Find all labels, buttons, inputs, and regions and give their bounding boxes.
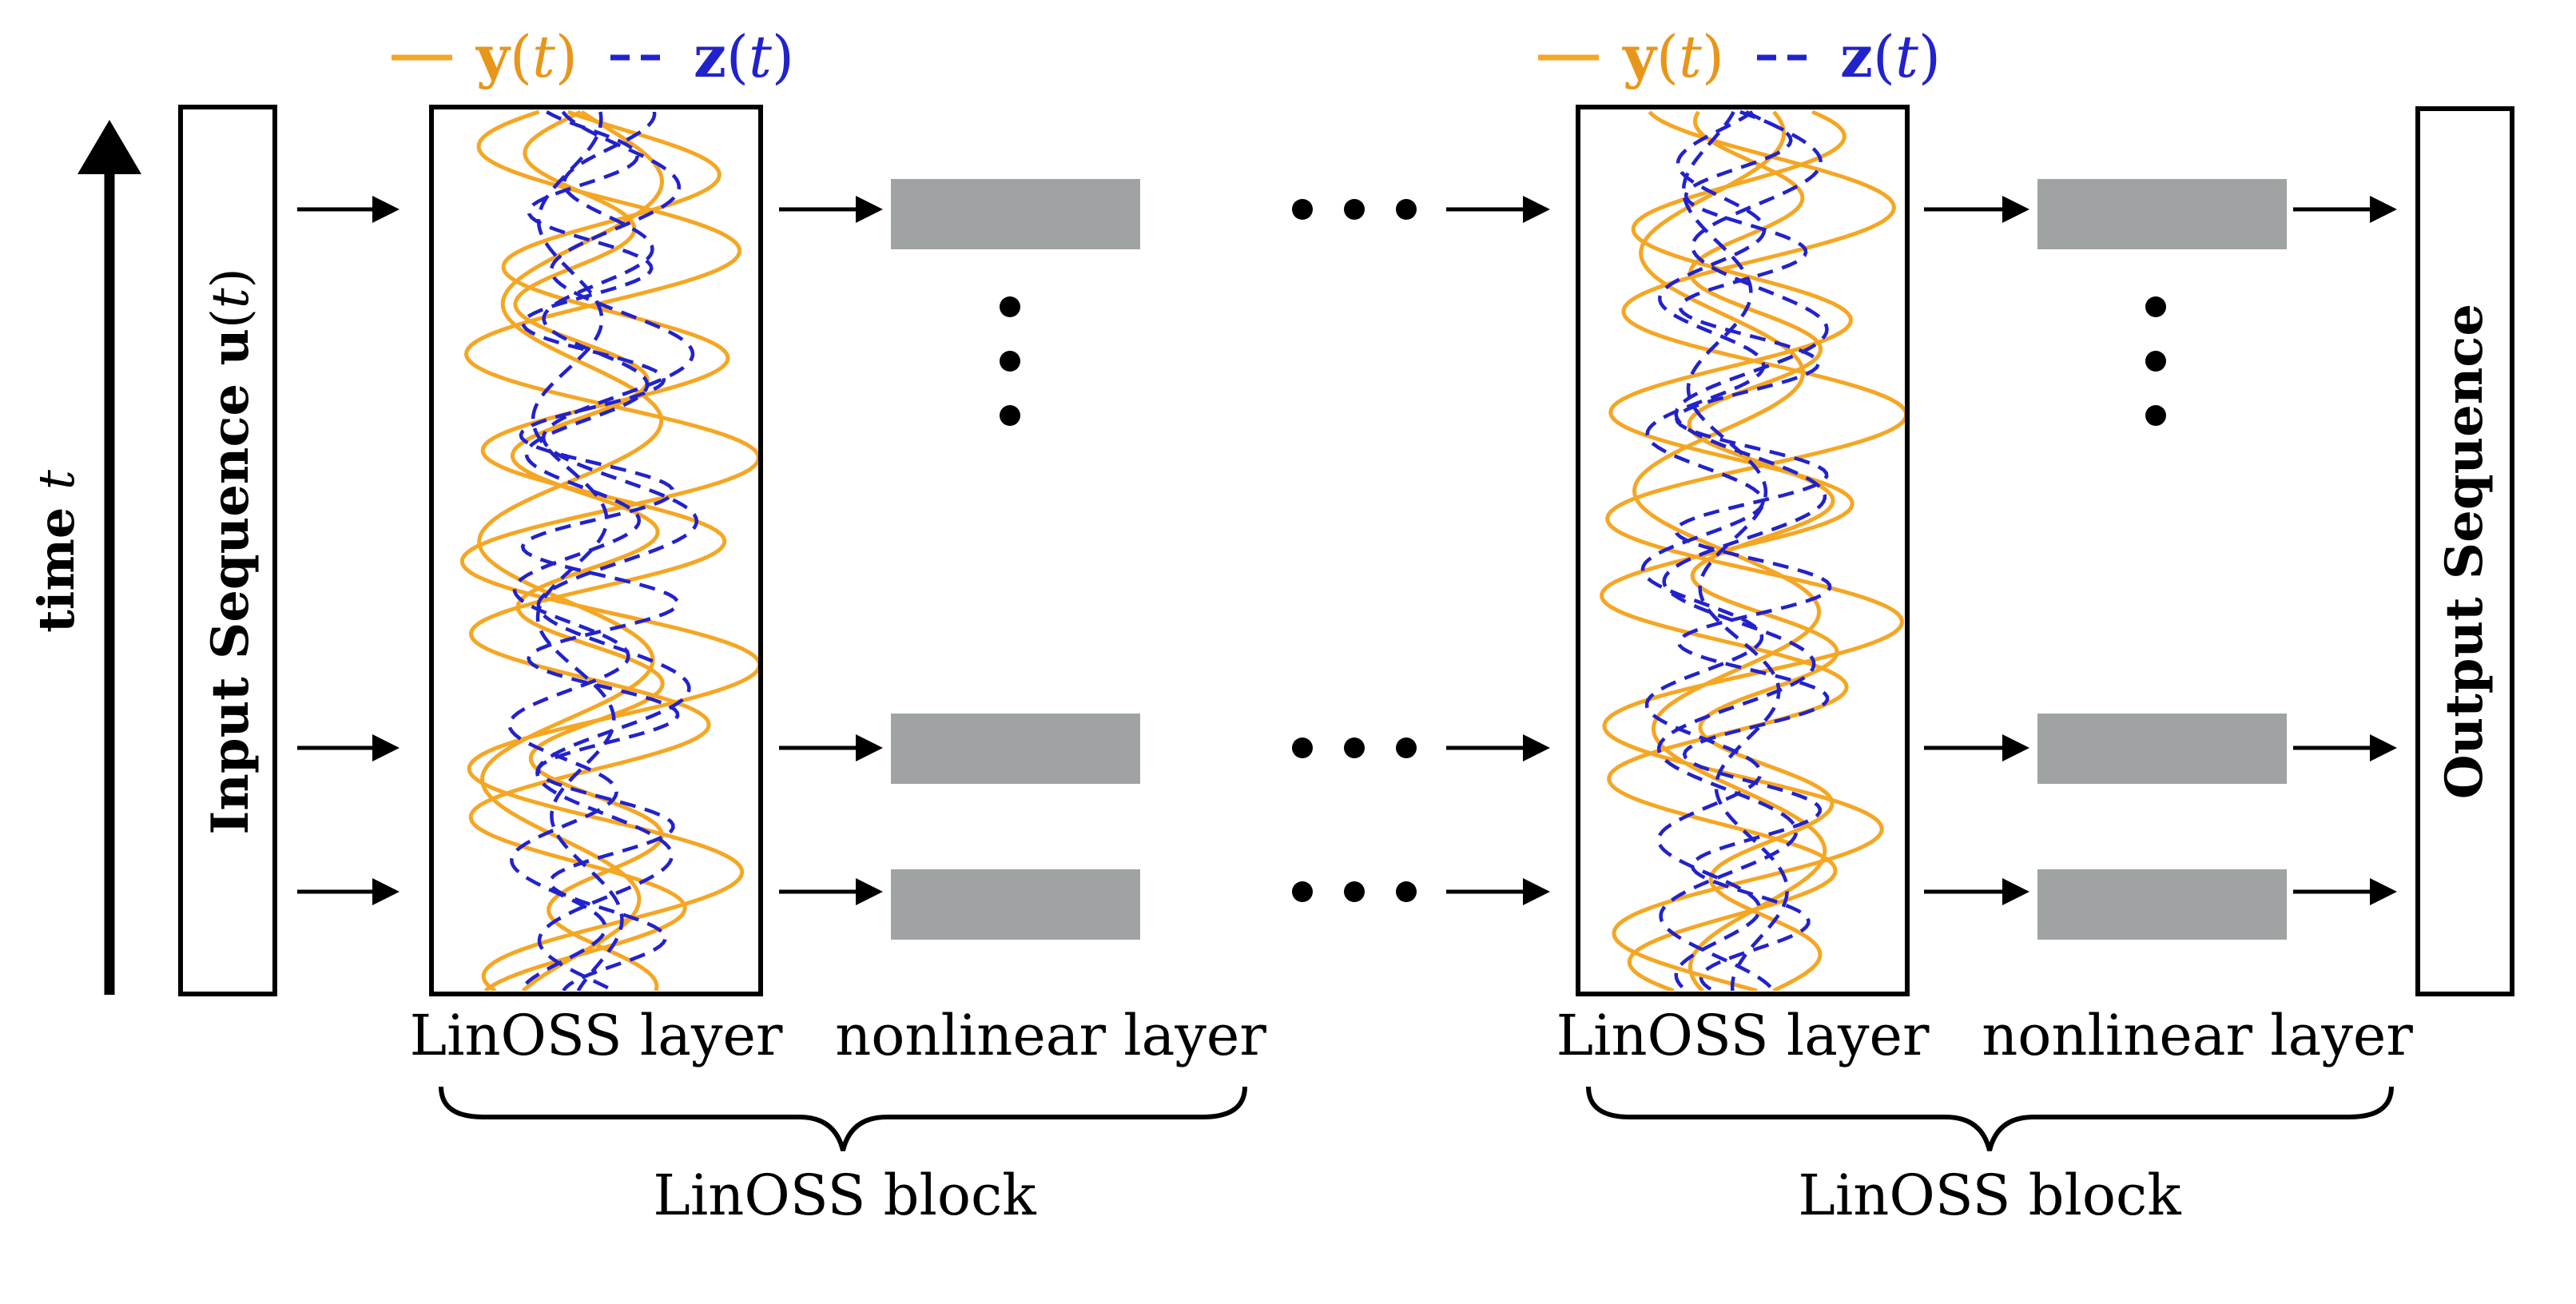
nonlinear-box-1-mid <box>891 714 1140 784</box>
input-sequence-box: Input Sequence u(t) <box>178 105 277 996</box>
oscillation-curves-1 <box>459 109 761 991</box>
z-curve <box>1656 109 1829 991</box>
flow-arrow-head <box>1523 734 1550 761</box>
flow-arrow-head <box>1523 878 1550 905</box>
vertical-ellipsis-2 <box>2145 296 2166 426</box>
y-curve <box>477 109 665 991</box>
z-curve <box>1674 109 1832 991</box>
z-curve <box>507 111 657 991</box>
y-curve <box>510 109 665 991</box>
y-curve <box>468 109 730 991</box>
nonlinear-box-1-top <box>891 179 1140 249</box>
flow-arrow-head <box>372 878 400 905</box>
time-arrow-head <box>78 120 141 174</box>
flow-arrow-head <box>2370 878 2397 905</box>
linoss-layer-box-2 <box>1576 105 1910 996</box>
linoss-layer-box-1 <box>429 105 763 996</box>
horizontal-ellipsis-bottom <box>1292 881 1417 902</box>
z-curve <box>535 110 699 991</box>
block-label-2: LinOSS block <box>1798 1163 2181 1228</box>
flow-arrows <box>297 196 2397 905</box>
legend-z-label: z(t) <box>1840 22 1941 90</box>
legend-2: y(t) z(t) <box>1538 22 1941 90</box>
flow-arrow-head <box>856 734 883 761</box>
legend-z-label: z(t) <box>694 22 794 90</box>
z-curve <box>519 110 680 991</box>
z-curve <box>531 111 624 991</box>
block-brace-2 <box>1586 1086 2394 1151</box>
time-axis: time t <box>27 120 141 995</box>
nonlinear-layer-label-2: nonlinear layer <box>1982 1003 2413 1068</box>
linoss-block-1: y(t) z(t) LinOSS layer nonlinear layer L… <box>392 22 1266 1228</box>
linoss-layer-label-1: LinOSS layer <box>410 1003 783 1068</box>
linoss-block-2: y(t) z(t) LinOSS layer nonlinear layer L… <box>1538 22 2413 1228</box>
flow-arrow-head <box>1523 196 1550 223</box>
block-brace-1 <box>439 1086 1247 1151</box>
nonlinear-box-1-bottom <box>891 869 1140 940</box>
legend-1: y(t) z(t) <box>392 22 794 90</box>
legend-y-label: y(t) <box>475 22 578 90</box>
horizontal-ellipsis-top <box>1292 199 1417 220</box>
flow-arrow-head <box>372 734 400 761</box>
flow-arrow-head <box>2002 878 2029 905</box>
oscillation-curves-2 <box>1600 109 1907 991</box>
output-sequence-label: Output Sequence <box>2435 304 2495 799</box>
flow-arrow-head <box>2370 196 2397 223</box>
nonlinear-box-2-bottom <box>2037 869 2287 940</box>
vertical-ellipsis-1 <box>1000 296 1020 426</box>
nonlinear-box-2-top <box>2037 179 2287 249</box>
block-label-1: LinOSS block <box>653 1163 1036 1228</box>
flow-arrow-head <box>2002 734 2029 761</box>
time-axis-label: time t <box>27 470 85 633</box>
nonlinear-layer-label-1: nonlinear layer <box>835 1003 1266 1068</box>
legend-y-label: y(t) <box>1622 22 1724 90</box>
flow-arrow-head <box>856 878 883 905</box>
input-sequence-label: Input Sequence u(t) <box>201 268 260 834</box>
flow-arrow-head <box>372 196 400 223</box>
flow-arrow-head <box>856 196 883 223</box>
y-curve <box>459 109 761 991</box>
linoss-layer-label-2: LinOSS layer <box>1556 1003 1930 1068</box>
flow-arrow-head <box>2370 734 2397 761</box>
output-sequence-box: Output Sequence <box>2415 106 2514 996</box>
flow-arrow-head <box>2002 196 2029 223</box>
z-curve <box>1640 110 1767 991</box>
y-curve <box>1602 110 1907 991</box>
nonlinear-box-2-mid <box>2037 714 2287 784</box>
horizontal-ellipsis-mid <box>1292 737 1417 758</box>
z-curve <box>1681 110 1789 991</box>
